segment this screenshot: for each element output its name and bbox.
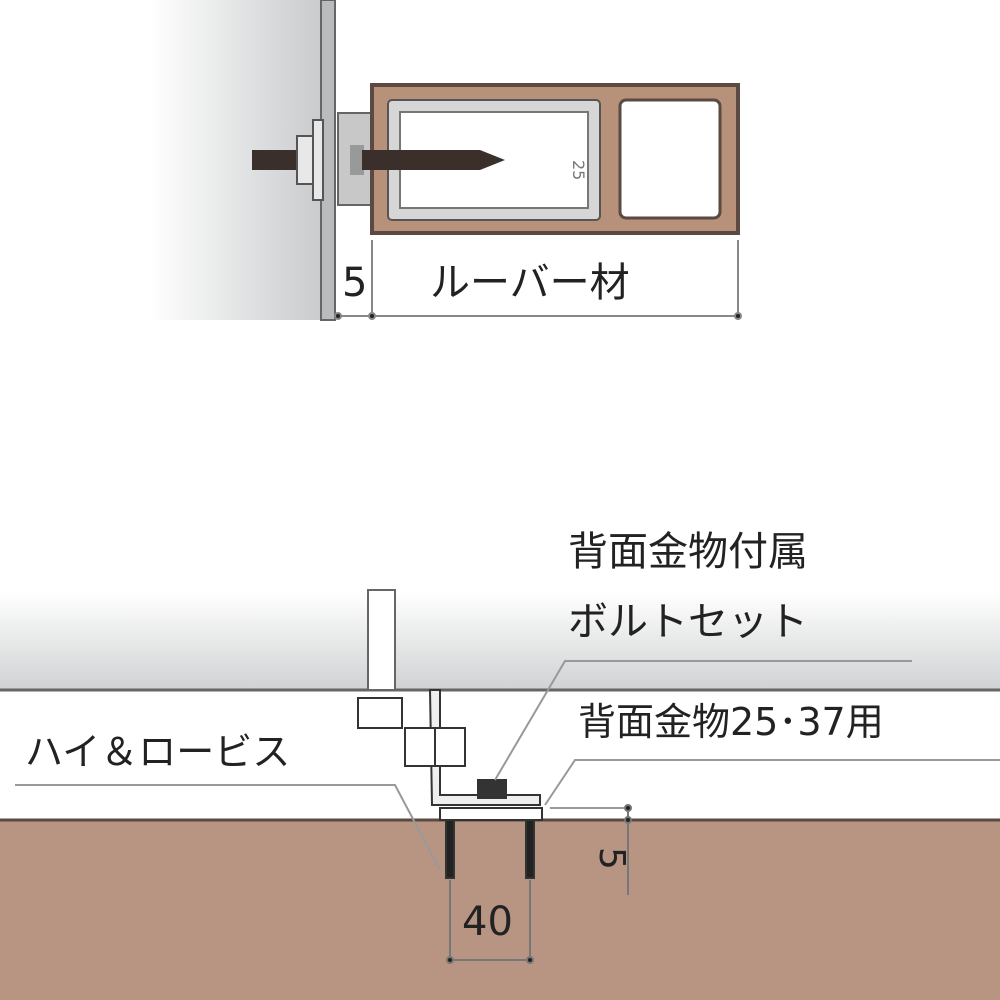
top-dimension-lines	[334, 240, 742, 320]
post-bracket-assembly	[357, 589, 543, 879]
bolt-set-label-line1: 背面金物付属	[568, 529, 808, 575]
leader-lines	[15, 660, 1000, 871]
screw-label: ハイ＆ロービス	[25, 730, 290, 774]
svg-text:25: 25	[569, 160, 588, 180]
louver-label: ルーバー材	[430, 260, 630, 306]
gap-dimension-label: 5	[342, 260, 367, 306]
bolt-set-label-line2: ボルトセット	[568, 599, 808, 645]
background-band	[0, 592, 1000, 690]
floor	[0, 820, 1000, 1000]
bracket-label: 背面金物25･37用	[578, 700, 884, 744]
louver-profile: 25	[362, 83, 740, 235]
bottom-dimension-lines	[446, 804, 632, 964]
spacing-dimension-label: 40	[462, 899, 513, 945]
height-dimension-label: 5	[591, 847, 632, 870]
